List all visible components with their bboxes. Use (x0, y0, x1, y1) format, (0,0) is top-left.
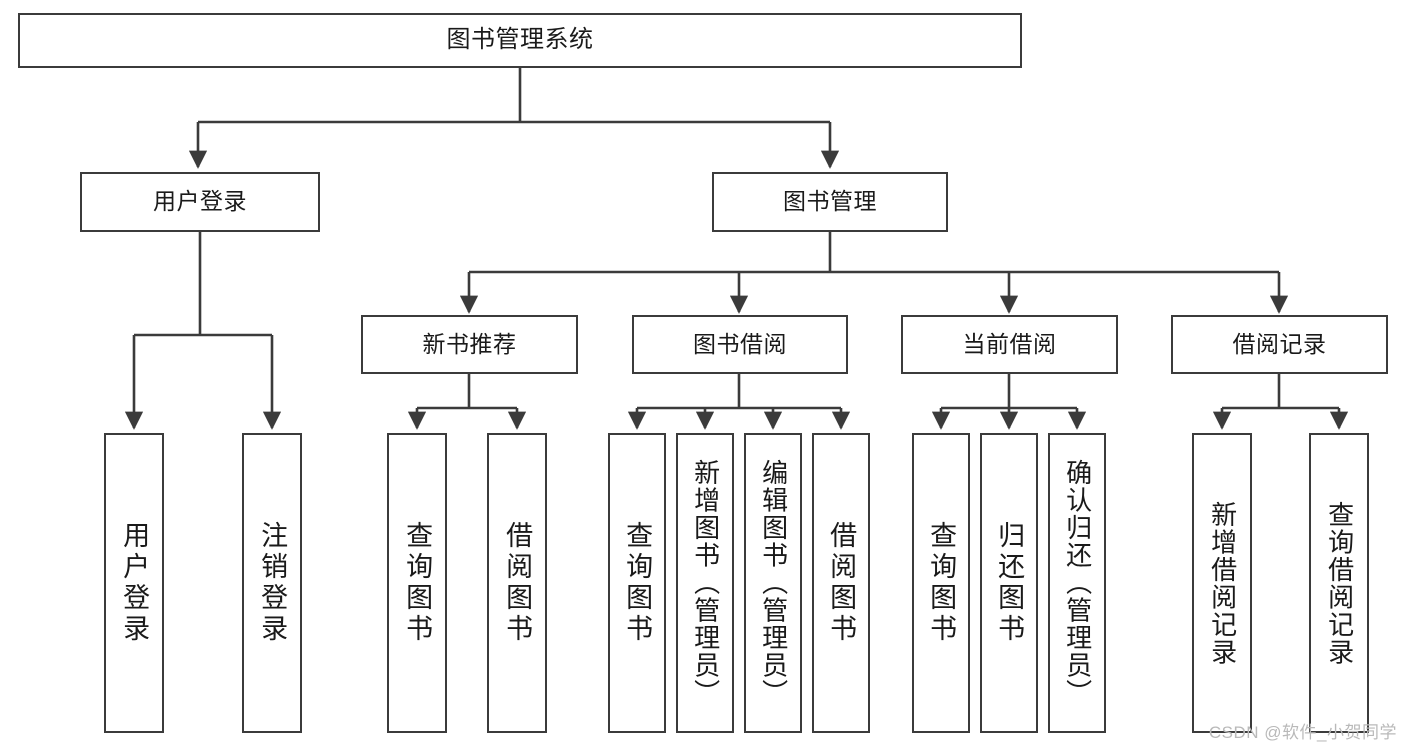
node-label: 查询借阅记录 (1324, 500, 1355, 666)
node-label: 图书管理 (783, 188, 877, 215)
node-root-system[interactable]: 图书管理系统 (18, 13, 1022, 68)
node-leaf-borrow-book-nb[interactable]: 借阅图书 (487, 433, 547, 733)
node-leaf-query-borrow-record[interactable]: 查询借阅记录 (1309, 433, 1369, 733)
node-leaf-user-login[interactable]: 用户登录 (104, 433, 164, 733)
node-label: 新增借阅记录 (1207, 500, 1238, 666)
node-new-book-recommend[interactable]: 新书推荐 (361, 315, 578, 374)
node-label: 新书推荐 (422, 330, 517, 357)
node-label: 查询图书 (926, 521, 957, 645)
node-label: 编辑图书（管理员） (758, 459, 789, 707)
node-leaf-query-book-cb[interactable]: 查询图书 (912, 433, 970, 733)
node-leaf-logout[interactable]: 注销登录 (242, 433, 302, 733)
node-leaf-add-borrow-record[interactable]: 新增借阅记录 (1192, 433, 1252, 733)
node-label: 借阅图书 (502, 521, 533, 645)
node-label: 归还图书 (994, 521, 1025, 645)
node-leaf-return-book[interactable]: 归还图书 (980, 433, 1038, 733)
node-label: 注销登录 (257, 521, 288, 645)
node-label: 确认归还（管理员） (1062, 459, 1093, 707)
node-label: 借阅记录 (1232, 330, 1327, 357)
node-label: 查询图书 (622, 521, 653, 645)
node-book-borrow[interactable]: 图书借阅 (632, 315, 848, 374)
node-label: 借阅图书 (826, 521, 857, 645)
node-leaf-add-book-admin[interactable]: 新增图书（管理员） (676, 433, 734, 733)
node-label: 查询图书 (402, 521, 433, 645)
node-leaf-edit-book-admin[interactable]: 编辑图书（管理员） (744, 433, 802, 733)
node-user-login[interactable]: 用户登录 (80, 172, 320, 232)
node-label: 当前借阅 (962, 330, 1057, 357)
node-book-management[interactable]: 图书管理 (712, 172, 948, 232)
node-label: 用户登录 (119, 521, 150, 645)
node-label: 图书管理系统 (446, 26, 594, 54)
node-label: 用户登录 (153, 188, 247, 215)
node-label: 新增图书（管理员） (690, 459, 721, 707)
node-borrow-records[interactable]: 借阅记录 (1171, 315, 1388, 374)
node-label: 图书借阅 (693, 330, 787, 357)
node-leaf-confirm-return-admin[interactable]: 确认归还（管理员） (1048, 433, 1106, 733)
csdn-watermark: CSDN @软件_小贺同学 (1208, 723, 1397, 742)
node-leaf-query-book-nb[interactable]: 查询图书 (387, 433, 447, 733)
node-current-borrow[interactable]: 当前借阅 (901, 315, 1118, 374)
node-leaf-query-book-bb[interactable]: 查询图书 (608, 433, 666, 733)
node-leaf-borrow-book-bb[interactable]: 借阅图书 (812, 433, 870, 733)
